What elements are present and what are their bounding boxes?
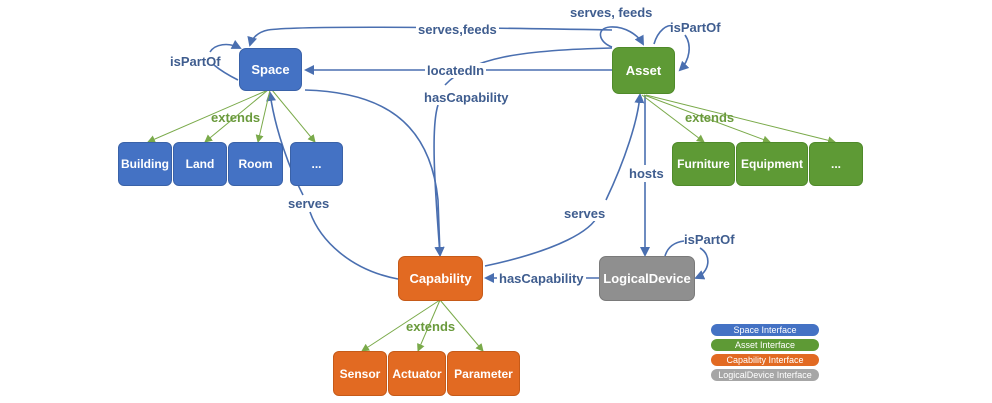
legend-label: LogicalDevice Interface — [718, 370, 812, 380]
node-parameter-label: Parameter — [454, 366, 513, 381]
node-logical-device-label: LogicalDevice — [603, 271, 691, 286]
node-equipment-label: Equipment — [741, 157, 803, 171]
extends-space-land — [204, 89, 269, 143]
label-space-is-part-of: isPartOf — [170, 54, 221, 69]
node-actuator[interactable]: Actuator — [388, 351, 446, 396]
node-building-label: Building — [121, 157, 169, 171]
extends-asset-furniture — [641, 94, 705, 143]
extends-asset-equipment — [643, 94, 771, 144]
label-space-extends: extends — [211, 110, 261, 125]
label-capability-serves-space: serves — [286, 196, 332, 211]
edge-asset-serves-feeds-self — [599, 26, 644, 48]
label-has-capability: hasCapability — [422, 90, 511, 105]
label-capability-extends: extends — [406, 319, 456, 334]
node-sensor[interactable]: Sensor — [333, 351, 387, 396]
node-sensor-label: Sensor — [339, 366, 381, 381]
label-serves-feeds-self: serves, feeds — [570, 5, 653, 20]
node-capability-label: Capability — [409, 271, 472, 286]
edge-logical-device-is-part-of — [664, 240, 709, 278]
label-capability-serves-asset: serves — [562, 206, 608, 221]
edge-asset-is-part-of — [653, 24, 690, 70]
node-capability[interactable]: Capability — [398, 256, 483, 301]
edge-asset-has-capability — [434, 47, 613, 255]
node-parameter[interactable]: Parameter — [447, 351, 520, 396]
legend-item-logical-device: LogicalDevice Interface — [711, 369, 819, 381]
node-space-label: Space — [251, 62, 290, 77]
legend-item-capability: Capability Interface — [711, 354, 819, 366]
edge-capability-serves-asset — [484, 95, 640, 267]
label-asset-is-part-of: isPartOf — [670, 20, 721, 35]
label-hosts: hosts — [627, 166, 666, 181]
node-room-label: Room — [238, 157, 273, 171]
node-space-more-label: ... — [311, 157, 322, 171]
label-asset-extends: extends — [685, 110, 735, 125]
extends-asset-more — [645, 94, 836, 145]
node-furniture-label: Furniture — [677, 157, 730, 171]
extends-capability-parameter — [439, 299, 484, 352]
node-building[interactable]: Building — [118, 142, 172, 186]
extends-capability-sensor — [361, 299, 441, 352]
extends-space-more — [271, 89, 316, 143]
extends-space-building — [147, 89, 269, 143]
node-furniture[interactable]: Furniture — [672, 142, 735, 186]
node-asset-more[interactable]: ... — [809, 142, 863, 186]
legend-label: Asset Interface — [734, 340, 796, 350]
legend-item-space: Space Interface — [711, 324, 819, 336]
node-space[interactable]: Space — [239, 48, 302, 91]
edge-space-is-part-of — [209, 45, 240, 81]
node-equipment[interactable]: Equipment — [736, 142, 808, 186]
label-located-in: locatedIn — [425, 63, 487, 78]
legend-label: Space Interface — [733, 325, 797, 335]
node-actuator-label: Actuator — [392, 366, 442, 381]
node-room[interactable]: Room — [228, 142, 283, 186]
node-space-more[interactable]: ... — [290, 142, 343, 186]
node-asset[interactable]: Asset — [612, 47, 675, 94]
edge-space-to-capability — [304, 89, 445, 257]
edge-asset-serves-feeds-space — [247, 26, 613, 47]
node-asset-more-label: ... — [830, 157, 841, 171]
node-asset-label: Asset — [625, 63, 662, 78]
node-land-label: Land — [185, 157, 215, 171]
edge-capability-serves-space — [270, 93, 399, 280]
label-logical-device-has-capability: hasCapability — [497, 271, 586, 286]
node-logical-device[interactable]: LogicalDevice — [599, 256, 695, 301]
label-serves-feeds: serves,feeds — [416, 22, 499, 37]
node-land[interactable]: Land — [173, 142, 227, 186]
extends-capability-actuator — [417, 299, 441, 352]
label-logical-device-is-part-of: isPartOf — [684, 232, 735, 247]
legend-label: Capability Interface — [726, 355, 804, 365]
legend-item-asset: Asset Interface — [711, 339, 819, 351]
extends-space-room — [255, 89, 271, 143]
